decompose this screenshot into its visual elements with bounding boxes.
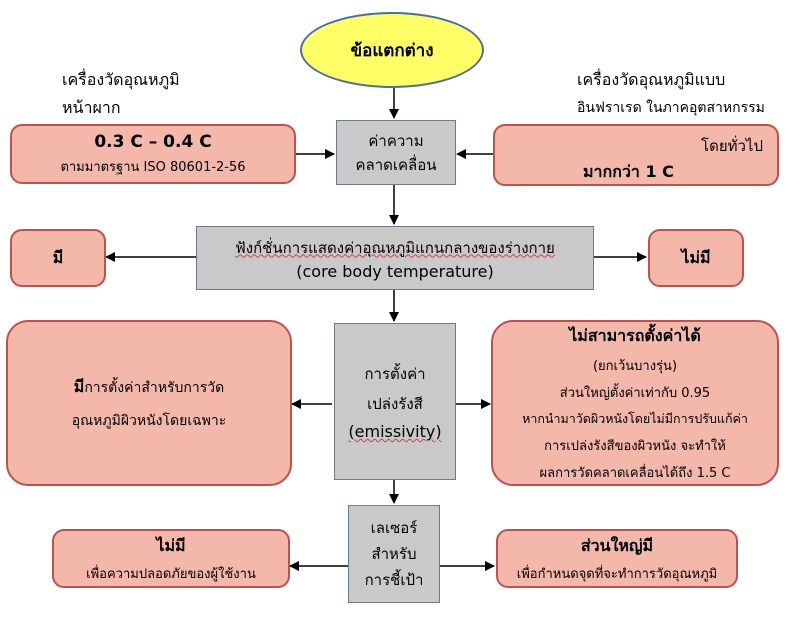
industrial-accuracy-note: โดยทั่วไป: [701, 137, 763, 155]
industrial-emissivity-line-1: (ยกเว้นบางรุ่น): [592, 358, 678, 374]
forehead-core-temp-value: มี: [52, 247, 64, 267]
right-header-line-2: อินฟราเรด ในภาคอุตสาหกรรม: [577, 100, 765, 116]
core-temp-line-1: ฟังก์ชั่นการแสดงค่าอุณหภูมิแกนกลางของร่า…: [235, 236, 555, 260]
industrial-emissivity-line-3: หากนำมาวัดผิวหนังโดยไม่มีการปรับแก้ค่า: [522, 410, 748, 426]
forehead-emissivity-line-2: อุณหภูมิผิวหนังโดยเฉพาะ: [71, 412, 227, 429]
laser-line-3: การชี้เป้า: [364, 571, 424, 589]
forehead-emissivity-bold: มี: [73, 376, 85, 396]
accuracy-line-2: คลาดเคลื่อน: [355, 155, 437, 174]
accuracy-line-1: ค่าความ: [368, 131, 424, 150]
forehead-core-temp-box: มี: [10, 229, 106, 287]
forehead-laser-heading: ไม่มี: [156, 535, 186, 555]
industrial-emissivity-line-4: การเปล่งรังสีของผิวหนัง จะทำให้: [544, 438, 726, 454]
industrial-core-temp-box: ไม่มี: [648, 229, 744, 287]
emissivity-line-1: การตั้งค่า: [364, 365, 426, 383]
core-temp-line-2: (core body temperature): [296, 261, 494, 281]
industrial-core-temp-value: ไม่มี: [681, 247, 711, 267]
forehead-accuracy-value: 0.3 C – 0.4 C: [94, 131, 212, 152]
industrial-emissivity-line-2: ส่วนใหญ่ตั้งค่าเท่ากับ 0.95: [559, 385, 711, 401]
forehead-emissivity-box: มีการตั้งค่าสำหรับการวัด อุณหภูมิผิวหนัง…: [6, 320, 292, 486]
forehead-laser-note: เพื่อความปลอดภัยของผู้ใช้งาน: [86, 566, 256, 582]
laser-line-2: สำหรับ: [371, 545, 417, 563]
forehead-emissivity-line-1: มีการตั้งค่าสำหรับการวัด: [74, 375, 224, 400]
forehead-accuracy-box: 0.3 C – 0.4 C ตามมาตรฐาน ISO 80601-2-56: [10, 124, 296, 184]
industrial-accuracy-box: โดยทั่วไป มากกว่า 1 C: [493, 124, 779, 186]
industrial-emissivity-box: ไม่สามารถตั้งค่าได้ (ยกเว้นบางรุ่น) ส่วน…: [491, 320, 779, 486]
emissivity-line-2: เปล่งรังสี: [367, 395, 423, 413]
industrial-laser-note: เพื่อกำหนดจุดที่จะทำการวัดอุณหภูมิ: [516, 566, 718, 582]
right-header-line-1: เครื่องวัดอุณหภูมิแบบ: [577, 70, 726, 89]
industrial-laser-heading: ส่วนใหญ่มี: [580, 535, 654, 555]
left-header-line-1: เครื่องวัดอุณหภูมิ: [62, 70, 180, 89]
forehead-laser-box: ไม่มี เพื่อความปลอดภัยของผู้ใช้งาน: [52, 529, 290, 588]
industrial-emissivity-heading: ไม่สามารถตั้งค่าได้: [569, 325, 701, 345]
title-ellipse: ข้อแตกต่าง: [300, 12, 484, 88]
core-temp-box: ฟังก์ชั่นการแสดงค่าอุณหภูมิแกนกลางของร่า…: [196, 226, 594, 290]
industrial-accuracy-value: มากกว่า 1 C: [583, 162, 674, 181]
forehead-emissivity-rest: การตั้งค่าสำหรับการวัด: [84, 379, 225, 396]
left-column-header: เครื่องวัดอุณหภูมิ หน้าผาก: [62, 66, 262, 122]
emissivity-box: การตั้งค่า เปล่งรังสี (emissivity): [334, 323, 456, 480]
laser-box: เลเซอร์ สำหรับ การชี้เป้า: [348, 505, 440, 603]
industrial-emissivity-line-5: ผลการวัดคลาดเคลื่อนได้ถึง 1.5 C: [539, 465, 731, 481]
industrial-laser-box: ส่วนใหญ่มี เพื่อกำหนดจุดที่จะทำการวัดอุณ…: [496, 529, 738, 588]
laser-line-1: เลเซอร์: [370, 519, 418, 537]
core-temp-line-1-text: ฟังก์ชั่นการแสดงค่าอุณหภูมิแกนกลางของร่า…: [235, 238, 555, 257]
forehead-accuracy-note: ตามมาตรฐาน ISO 80601-2-56: [60, 159, 246, 175]
accuracy-box: ค่าความ คลาดเคลื่อน: [336, 120, 456, 185]
title-text: ข้อแตกต่าง: [350, 40, 434, 61]
emissivity-line-3: (emissivity): [348, 422, 442, 441]
left-header-line-2: หน้าผาก: [62, 98, 121, 117]
right-column-header: เครื่องวัดอุณหภูมิแบบ อินฟราเรด ในภาคอุต…: [577, 66, 797, 122]
